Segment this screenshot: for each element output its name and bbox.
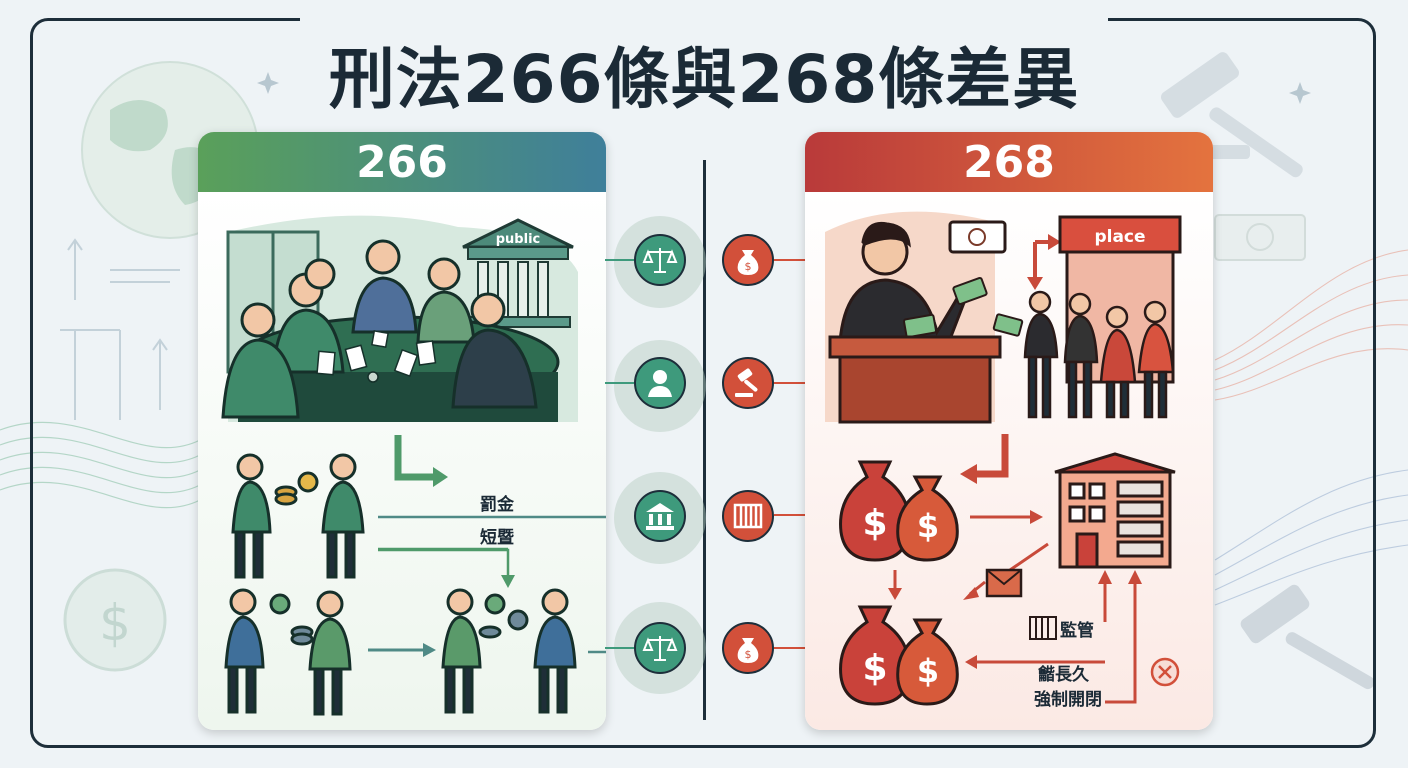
card-article-266: 266 public [198,132,606,730]
banknote-icon [948,220,1007,254]
label-fine: 罰金 [480,495,514,515]
card-header-266: 266 [198,132,606,192]
cash-in-hand-icon [902,276,1024,339]
svg-text:$: $ [745,260,752,273]
card-body-268: place [805,192,1213,730]
card-header-268: 268 [805,132,1213,192]
prison-bars-icon-small [1029,616,1057,640]
label-close: 強制開閉 [1034,690,1102,710]
card-body-266: public [198,192,606,730]
svg-text:$: $ [917,652,939,690]
bank-icon [634,490,686,542]
scale-icon-2 [634,622,686,674]
dollar-icon-2: $ [917,507,939,545]
prison-bars-icon [722,490,774,542]
public-sign: public [496,232,540,247]
public-building-icon: public [462,218,574,328]
banknote-icon-background [1214,214,1306,261]
svg-text:$: $ [862,648,887,689]
page-title: 刑法266條與268條差異 [328,41,1080,118]
gavel-icon-background-bottom [1240,584,1375,690]
money-bag-icon: $ [722,234,774,286]
coin-icon-background: $ [63,568,167,672]
title-background [300,16,1108,112]
svg-text:$: $ [745,648,752,661]
money-bag-icon-2: $ [722,622,774,674]
close-icon [1150,657,1180,687]
label-short: 短暨 [480,528,514,548]
svg-text:$: $ [99,594,131,652]
money-bags-1 [839,460,959,562]
people-exchange-coins-2 [224,588,577,716]
center-divider [703,160,706,720]
card-article-268: 268 [805,132,1213,730]
background-chart-left [60,238,180,420]
place-sign: place [1094,227,1145,247]
wave-lines-left [0,421,201,509]
label-supervise: 監管 [1060,621,1094,641]
judge-icon [634,357,686,409]
building-server-icon [1054,452,1176,569]
gambling-venue-illustration: place [825,211,1182,706]
dollar-icon: $ [862,503,887,544]
gavel-icon [722,357,774,409]
wave-lines-right [1214,249,1408,401]
gambling-scene-illustration: public [221,215,606,716]
people-exchange-coins-1 [231,453,365,579]
envelope-icon [985,568,1023,598]
scale-icon [634,234,686,286]
label-long: 龤長久 [1038,665,1089,685]
money-bags-2 [839,605,959,706]
